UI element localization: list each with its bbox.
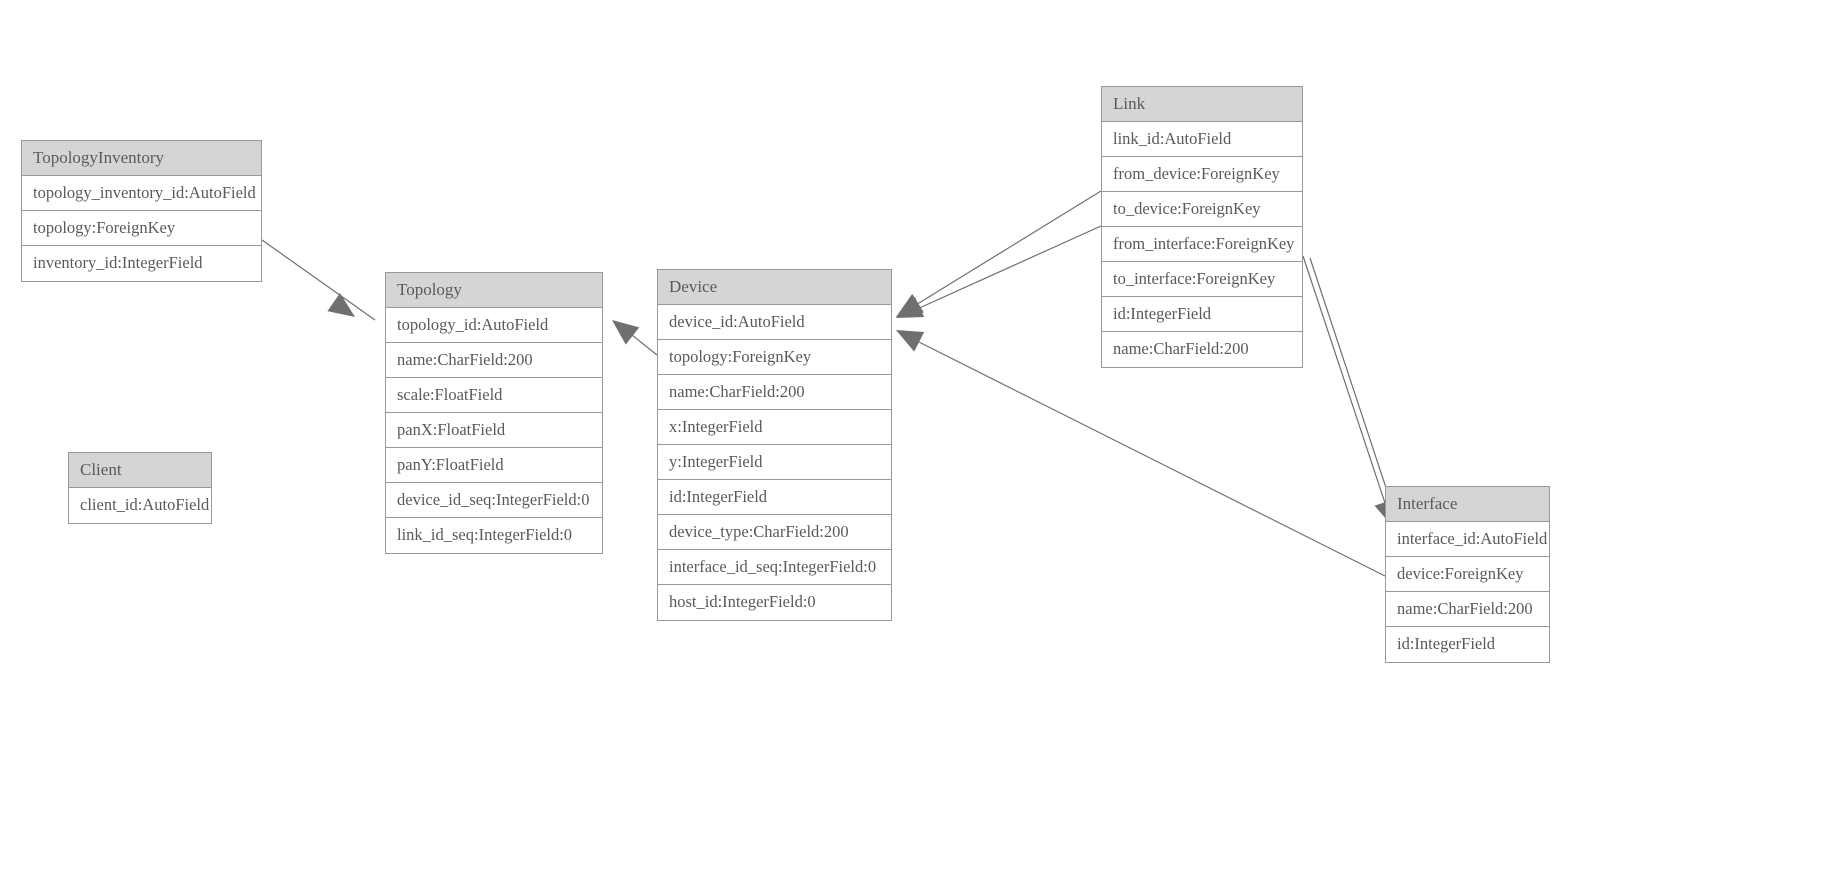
entity-field: client_id:AutoField [69, 488, 211, 523]
entity-field: topology_inventory_id:AutoField [22, 176, 261, 211]
entity-title-device: Device [658, 270, 891, 305]
relationship-line-link-from_device [905, 190, 1102, 312]
relationship-arrowhead-link-from_device [896, 293, 924, 317]
entity-field: x:IntegerField [658, 410, 891, 445]
entity-field: to_device:ForeignKey [1102, 192, 1302, 227]
entity-field: id:IntegerField [1386, 627, 1549, 662]
relationship-arrowhead-device-topology [612, 320, 640, 345]
entity-title-link: Link [1102, 87, 1302, 122]
entity-field: id:IntegerField [1102, 297, 1302, 332]
entity-field: inventory_id:IntegerField [22, 246, 261, 281]
entity-field: device_id_seq:IntegerField:0 [386, 483, 602, 518]
entity-field: device:ForeignKey [1386, 557, 1549, 592]
entity-field: name:CharField:200 [1102, 332, 1302, 367]
entity-title-interface: Interface [1386, 487, 1549, 522]
entity-field: panY:FloatField [386, 448, 602, 483]
relationship-line-link-from_interface [1302, 255, 1391, 519]
relationship-line-interface-device [902, 333, 1386, 577]
entity-field: to_interface:ForeignKey [1102, 262, 1302, 297]
relationship-arrowhead-link-to_device [896, 297, 925, 318]
entity-field: topology_id:AutoField [386, 308, 602, 343]
entity-title-topology_inventory: TopologyInventory [22, 141, 261, 176]
entity-field: device_id:AutoField [658, 305, 891, 340]
entity-field: name:CharField:200 [386, 343, 602, 378]
entity-title-topology: Topology [386, 273, 602, 308]
relationship-line-topologyinventory-topology [261, 239, 376, 321]
relationship-arrowhead-topologyinventory-topology [327, 293, 355, 317]
entity-field: scale:FloatField [386, 378, 602, 413]
entity-field: panX:FloatField [386, 413, 602, 448]
entity-field: from_interface:ForeignKey [1102, 227, 1302, 262]
entity-field: link_id:AutoField [1102, 122, 1302, 157]
entity-field: id:IntegerField [658, 480, 891, 515]
entity-field: topology:ForeignKey [658, 340, 891, 375]
relationship-line-link-to_device [905, 225, 1102, 315]
entity-field: interface_id:AutoField [1386, 522, 1549, 557]
entity-field: host_id:IntegerField:0 [658, 585, 891, 620]
entity-field: name:CharField:200 [658, 375, 891, 410]
entity-field: topology:ForeignKey [22, 211, 261, 246]
relationship-line-device-topology [621, 326, 658, 356]
entity-field: from_device:ForeignKey [1102, 157, 1302, 192]
entity-title-client: Client [69, 453, 211, 488]
relationship-arrowhead-interface-device [896, 330, 925, 352]
entity-field: name:CharField:200 [1386, 592, 1549, 627]
entity-field: interface_id_seq:IntegerField:0 [658, 550, 891, 585]
entity-field: y:IntegerField [658, 445, 891, 480]
entity-field: link_id_seq:IntegerField:0 [386, 518, 602, 553]
relationship-line-link-to_interface [1309, 257, 1397, 519]
entity-field: device_type:CharField:200 [658, 515, 891, 550]
